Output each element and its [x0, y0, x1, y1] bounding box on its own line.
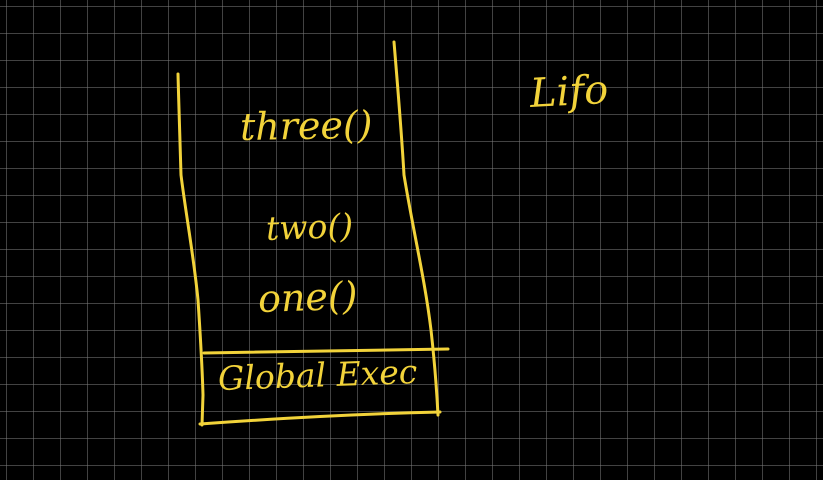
global-context-divider — [202, 347, 450, 355]
stack-left-wall — [176, 72, 205, 427]
stack-right-wall — [392, 40, 440, 417]
stack-frame-three: three() — [239, 102, 373, 149]
stack-frame-two: two() — [265, 205, 354, 248]
global-execution-context: Global Exec — [217, 352, 418, 398]
stack-bottom-line — [198, 410, 442, 426]
lifo-note: Lifo — [528, 66, 610, 117]
stack-frame-one: one() — [257, 273, 359, 321]
